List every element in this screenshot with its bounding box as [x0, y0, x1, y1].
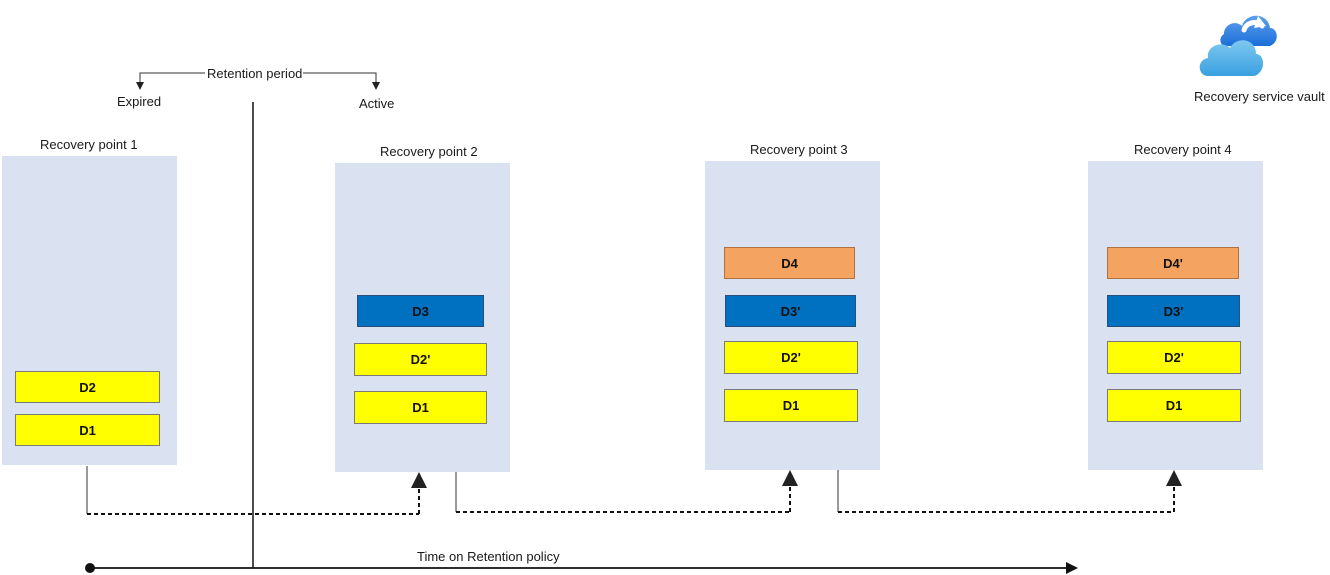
- retention-expired-arrow: [136, 72, 205, 90]
- disk-d3: D3: [357, 295, 484, 327]
- disk-d3-prime: D3': [725, 295, 856, 327]
- retention-expired-label: Expired: [117, 94, 162, 109]
- disk-d4-prime: D4': [1107, 247, 1239, 279]
- recovery-point-3-title: Recovery point 3: [750, 142, 848, 157]
- cloud-sync-icon: [1199, 15, 1277, 76]
- recovery-point-2-title: Recovery point 2: [380, 144, 478, 159]
- timeline-axis: [85, 562, 1078, 574]
- disk-d2-prime: D2': [354, 343, 487, 376]
- disk-d2-prime: D2': [1107, 341, 1241, 374]
- disk-d1: D1: [354, 391, 487, 424]
- disk-d1: D1: [724, 389, 858, 422]
- disk-d2: D2: [15, 371, 160, 403]
- retention-period-label: Retention period: [207, 66, 303, 81]
- recovery-point-1-title: Recovery point 1: [40, 137, 138, 152]
- disk-d4: D4: [724, 247, 855, 279]
- incremental-connector-3-4: [837, 470, 1182, 513]
- retention-active-label: Active: [359, 96, 395, 111]
- recovery-point-1-panel: [2, 156, 177, 465]
- disk-d1: D1: [15, 414, 160, 446]
- disk-d1: D1: [1107, 389, 1241, 422]
- incremental-connector-1-2: [86, 466, 427, 515]
- disk-d2-prime: D2': [724, 341, 858, 374]
- retention-active-arrow: [303, 72, 380, 90]
- vault-label: Recovery service vault: [1194, 89, 1325, 104]
- timeline-label: Time on Retention policy: [417, 549, 560, 564]
- disk-d3-prime: D3': [1107, 295, 1240, 327]
- recovery-point-4-title: Recovery point 4: [1134, 142, 1232, 157]
